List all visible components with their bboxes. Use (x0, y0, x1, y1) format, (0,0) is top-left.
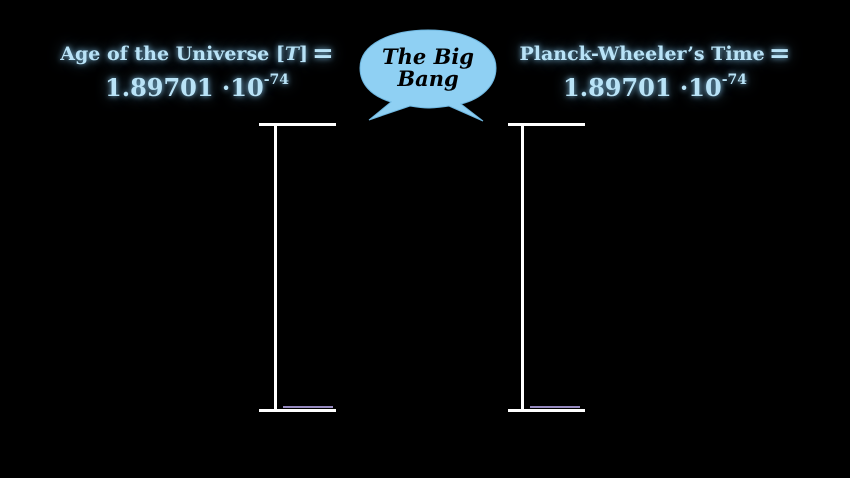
age-of-universe-title: Age of the Universe [T]= (52, 38, 342, 68)
age-value-exponent: -74 (263, 72, 289, 88)
age-title-bracket-close: ] (298, 43, 308, 65)
big-bang-speech-bubble: The Big Bang (353, 24, 503, 124)
planck-value-exponent: -74 (721, 72, 747, 88)
big-bang-line-1: The Big (382, 44, 474, 69)
planck-wheeler-title: Planck-Wheeler’s Time= (510, 38, 800, 68)
left-bracket-top-bar (259, 123, 336, 126)
right-bracket-fill-mark (530, 406, 580, 408)
age-title-variable: T (284, 43, 299, 65)
left-bracket-fill-mark (283, 406, 333, 408)
big-bang-line-2: Bang (397, 66, 459, 91)
speech-bubble-shape (359, 29, 497, 122)
planck-wheeler-value: 1.89701 ·10-74 (510, 68, 800, 103)
age-title-text: Age of the Universe [ (60, 43, 285, 65)
big-bang-text: The Big Bang (353, 46, 503, 90)
planck-value-mantissa: 1.89701 ·10 (563, 73, 722, 102)
planck-equals-sign: = (768, 39, 791, 69)
left-bracket-vertical-bar (274, 125, 277, 411)
right-bracket-top-bar (508, 123, 585, 126)
age-of-universe-label: Age of the Universe [T]= 1.89701 ·10-74 (52, 38, 342, 103)
right-bracket-vertical-bar (521, 125, 524, 411)
left-bracket-bottom-bar (259, 409, 336, 412)
planck-title-text: Planck-Wheeler’s Time (519, 43, 765, 65)
age-equals-sign: = (311, 39, 334, 69)
right-bracket-bottom-bar (508, 409, 585, 412)
age-of-universe-value: 1.89701 ·10-74 (52, 68, 342, 103)
age-value-mantissa: 1.89701 ·10 (105, 73, 264, 102)
planck-wheeler-label: Planck-Wheeler’s Time= 1.89701 ·10-74 (510, 38, 800, 103)
